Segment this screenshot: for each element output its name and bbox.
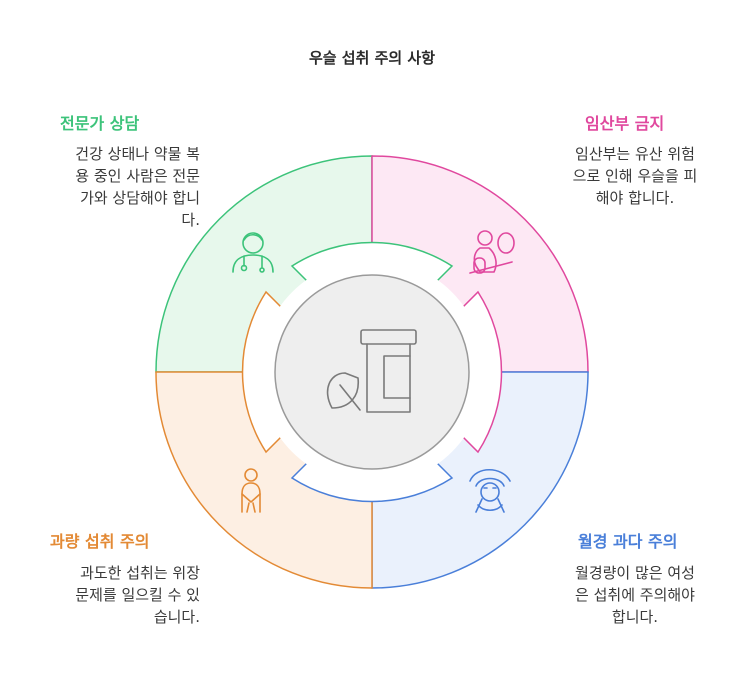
center-circle xyxy=(274,274,470,470)
consult-line: 용 중인 사람은 전문 xyxy=(75,167,200,185)
overdose-description: 과도한 섭취는 위장 문제를 일으킬 수 있 습니다. xyxy=(10,562,200,628)
consult-line: 건강 상태나 약물 복 xyxy=(75,145,200,163)
menstruation-line: 은 섭취에 주의해야 xyxy=(575,586,695,604)
pregnancy-description: 임산부는 유산 위험 으로 인해 우슬을 피 해야 합니다. xyxy=(545,143,725,209)
overdose-line: 습니다. xyxy=(153,608,200,626)
doctor-icon xyxy=(232,232,274,273)
menstruation-line: 합니다. xyxy=(611,608,659,626)
overdose-line: 과도한 섭취는 위장 xyxy=(80,564,200,582)
pregnancy-line: 해야 합니다. xyxy=(595,189,675,207)
pregnancy-heading: 임산부 금지 xyxy=(585,114,665,133)
pregnancy-line: 임산부는 유산 위험 xyxy=(575,145,695,163)
overdose-heading: 과량 섭취 주의 xyxy=(50,532,150,551)
diagram-title: 우슬 섭취 주의 사항 xyxy=(308,49,436,67)
pregnancy-line: 으로 인해 우슬을 피 xyxy=(572,167,698,185)
menstruation-description: 월경량이 많은 여성 은 섭취에 주의해야 합니다. xyxy=(540,562,730,628)
menstruation-line: 월경량이 많은 여성 xyxy=(575,564,695,582)
pregnant-woman-icon xyxy=(469,230,515,274)
herbal-medicine-bottle-icon xyxy=(326,329,417,413)
consult-heading: 전문가 상담 xyxy=(60,114,140,133)
stomach-ache-icon xyxy=(241,468,261,513)
consult-line: 가와 상담해야 합니 xyxy=(80,189,200,207)
consult-description: 건강 상태나 약물 복 용 중인 사람은 전문 가와 상담해야 합니 다. xyxy=(20,143,200,231)
consult-line: 다. xyxy=(181,211,200,229)
overdose-line: 문제를 일으킬 수 있 xyxy=(75,586,200,604)
woman-face-icon xyxy=(469,468,511,513)
menstruation-heading: 월경 과다 주의 xyxy=(578,532,678,551)
